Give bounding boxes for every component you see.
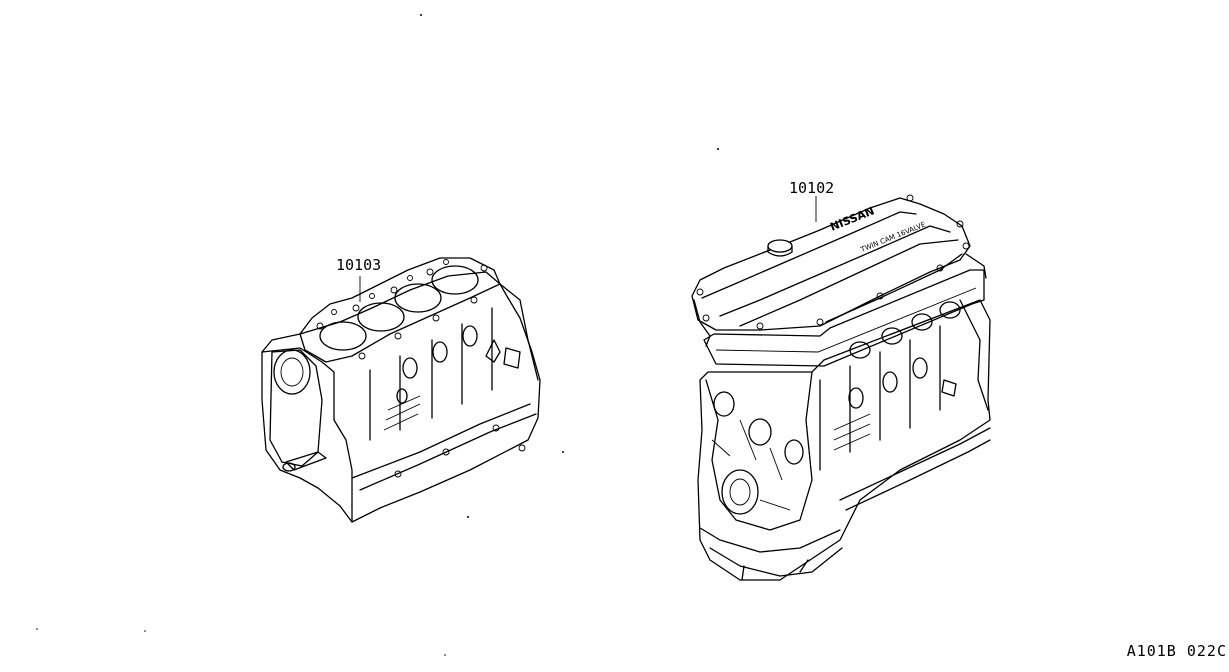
short-block-illustration (261, 257, 541, 523)
scan-specks (36, 14, 719, 656)
figure-code: A101B 022C (1126, 642, 1227, 660)
callout-10103: 10103 (336, 256, 381, 274)
engine-assembly-illustration: NISSAN TWIN CAM 16VALVE (691, 194, 991, 581)
callout-10102: 10102 (789, 179, 834, 197)
